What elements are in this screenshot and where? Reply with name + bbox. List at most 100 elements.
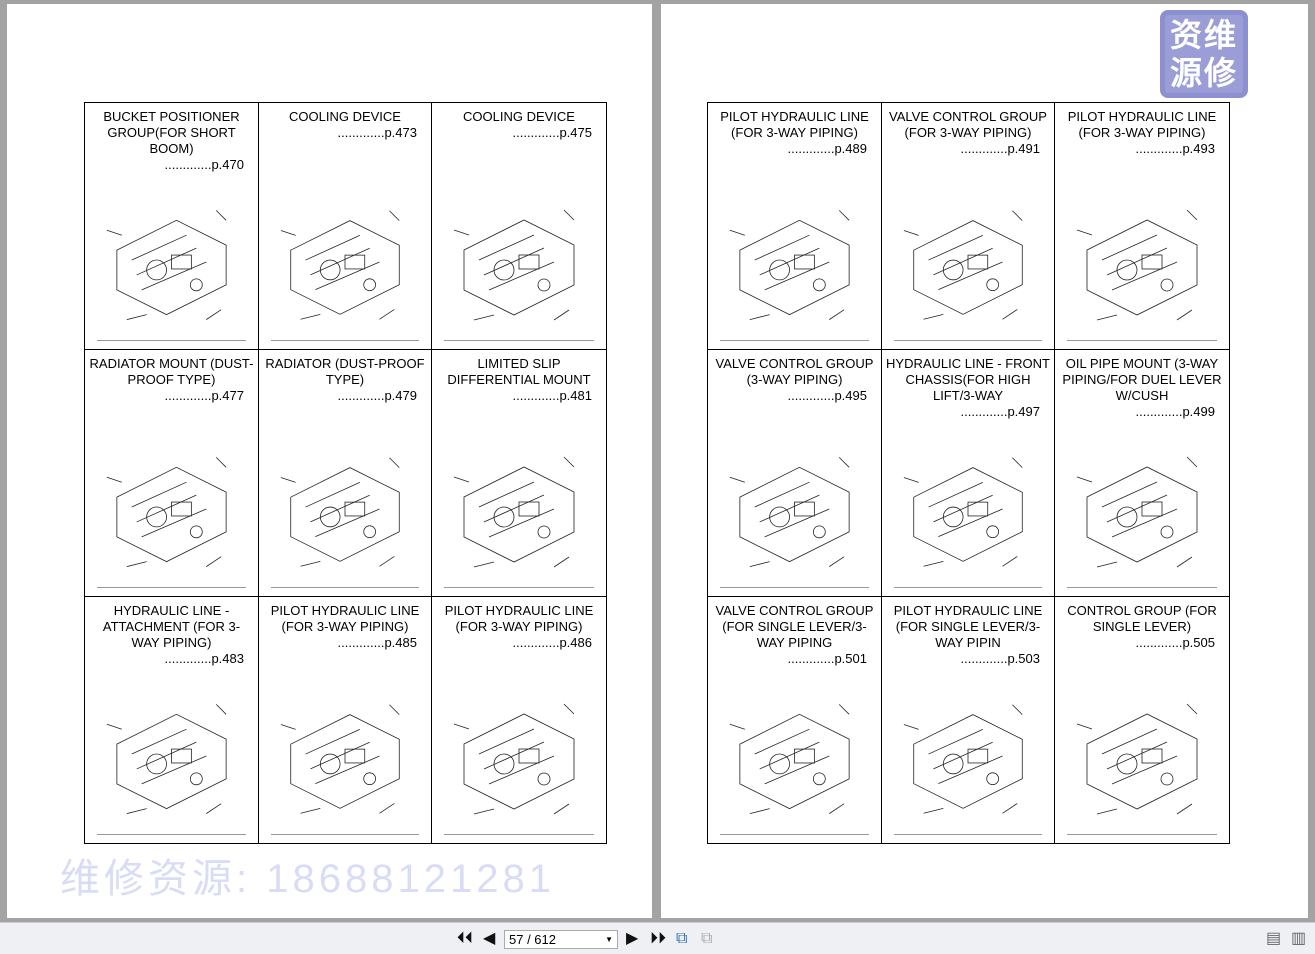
catalog-entry[interactable]: VALVE CONTROL GROUP (3-WAY PIPING)......… bbox=[708, 350, 882, 597]
entry-title: VALVE CONTROL GROUP (FOR 3-WAY PIPING) bbox=[889, 109, 1047, 140]
diagram-thumbnail bbox=[720, 683, 869, 835]
parts-index-grid: PILOT HYDRAULIC LINE (FOR 3-WAY PIPING).… bbox=[707, 102, 1230, 844]
diagram-thumbnail bbox=[271, 683, 419, 835]
diagram-thumbnail bbox=[97, 436, 246, 588]
entry-title: COOLING DEVICE bbox=[289, 109, 401, 124]
entry-page-link[interactable]: .............p.501 bbox=[787, 651, 868, 666]
pdf-toolbar: ⏴⏴ ◀ 57 / 612▼ ▶ ⏵⏵ ⧉ ⧉ ▤ ▥ bbox=[0, 922, 1315, 954]
page-number-value: 57 / 612 bbox=[509, 932, 556, 947]
two-page-view-icon[interactable]: ⧉ bbox=[701, 930, 713, 947]
parts-diagram bbox=[729, 210, 850, 321]
diagram-thumbnail bbox=[1067, 436, 1217, 588]
entry-title: VALVE CONTROL GROUP (FOR SINGLE LEVER/3-… bbox=[715, 603, 874, 650]
parts-diagram bbox=[280, 210, 400, 320]
parts-diagram bbox=[453, 456, 575, 568]
rotate-view-icon[interactable]: ⧉ bbox=[676, 930, 688, 947]
diagram-thumbnail bbox=[1067, 683, 1217, 835]
catalog-entry[interactable]: COOLING DEVICE.............p.475 bbox=[432, 103, 606, 350]
entry-page-link[interactable]: .............p.489 bbox=[787, 141, 868, 156]
catalog-entry[interactable]: LIMITED SLIP DIFFERENTIAL MOUNT.........… bbox=[432, 350, 606, 597]
last-page-button[interactable]: ⏵⏵ bbox=[650, 930, 667, 947]
entry-page-link[interactable]: .............p.505 bbox=[1135, 635, 1216, 650]
entry-title: PILOT HYDRAULIC LINE (FOR 3-WAY PIPING) bbox=[1067, 109, 1217, 140]
catalog-entry[interactable]: BUCKET POSITIONER GROUP(FOR SHORT BOOM).… bbox=[85, 103, 259, 350]
entry-title: PILOT HYDRAULIC LINE (FOR 3-WAY PIPING) bbox=[444, 603, 594, 634]
catalog-entry[interactable]: CONTROL GROUP (FOR SINGLE LEVER)........… bbox=[1055, 597, 1229, 843]
diagram-thumbnail bbox=[720, 436, 869, 588]
entry-title: HYDRAULIC LINE - ATTACHMENT (FOR 3-WAY P… bbox=[102, 603, 241, 650]
entry-page-link[interactable]: .............p.479 bbox=[337, 388, 418, 403]
entry-page-link[interactable]: .............p.485 bbox=[337, 635, 418, 650]
entry-page-link[interactable]: .............p.483 bbox=[164, 651, 245, 666]
catalog-entry[interactable]: PILOT HYDRAULIC LINE (FOR 3-WAY PIPING).… bbox=[432, 597, 606, 843]
entry-title: HYDRAULIC LINE - FRONT CHASSIS(FOR HIGH … bbox=[886, 356, 1050, 403]
left-page: BUCKET POSITIONER GROUP(FOR SHORT BOOM).… bbox=[7, 4, 652, 918]
diagram-thumbnail bbox=[97, 683, 246, 835]
entry-title: COOLING DEVICE bbox=[463, 109, 575, 124]
entry-page-link[interactable]: .............p.491 bbox=[960, 141, 1041, 156]
watermark-text: 维修资源: 18688121281 bbox=[60, 857, 555, 901]
parts-diagram bbox=[106, 704, 227, 815]
entry-page-link[interactable]: .............p.477 bbox=[164, 388, 245, 403]
parts-diagram bbox=[453, 209, 575, 321]
entry-page-link[interactable]: .............p.486 bbox=[512, 635, 593, 650]
parts-diagram bbox=[1076, 703, 1198, 815]
entry-title: VALVE CONTROL GROUP (3-WAY PIPING) bbox=[715, 356, 874, 387]
diagram-thumbnail bbox=[271, 436, 419, 588]
diagram-thumbnail bbox=[1067, 189, 1217, 341]
right-page: PILOT HYDRAULIC LINE (FOR 3-WAY PIPING).… bbox=[661, 4, 1308, 918]
parts-diagram bbox=[106, 457, 227, 568]
entry-title: OIL PIPE MOUNT (3-WAY PIPING/FOR DUEL LE… bbox=[1062, 356, 1222, 403]
entry-page-link[interactable]: .............p.499 bbox=[1135, 404, 1216, 419]
parts-index-grid: BUCKET POSITIONER GROUP(FOR SHORT BOOM).… bbox=[84, 102, 607, 844]
single-page-icon[interactable]: ▤ bbox=[1266, 930, 1282, 947]
entry-page-link[interactable]: .............p.495 bbox=[787, 388, 868, 403]
catalog-entry[interactable]: RADIATOR (DUST-PROOF TYPE).............p… bbox=[259, 350, 432, 597]
next-page-button[interactable]: ▶ bbox=[626, 930, 639, 947]
catalog-entry[interactable]: PILOT HYDRAULIC LINE (FOR 3-WAY PIPING).… bbox=[259, 597, 432, 843]
entry-title: RADIATOR (DUST-PROOF TYPE) bbox=[265, 356, 425, 387]
entry-title: PILOT HYDRAULIC LINE (FOR 3-WAY PIPING) bbox=[270, 603, 420, 634]
diagram-thumbnail bbox=[271, 189, 419, 341]
catalog-entry[interactable]: RADIATOR MOUNT (DUST-PROOF TYPE)........… bbox=[85, 350, 259, 597]
parts-diagram bbox=[903, 210, 1023, 320]
page-number-select[interactable]: 57 / 612▼ bbox=[504, 930, 618, 949]
catalog-entry[interactable]: HYDRAULIC LINE - FRONT CHASSIS(FOR HIGH … bbox=[882, 350, 1055, 597]
parts-diagram bbox=[1076, 456, 1198, 568]
entry-page-link[interactable]: .............p.497 bbox=[960, 404, 1041, 419]
parts-diagram bbox=[106, 210, 227, 321]
entry-page-link[interactable]: .............p.493 bbox=[1135, 141, 1216, 156]
catalog-entry[interactable]: VALVE CONTROL GROUP (FOR SINGLE LEVER/3-… bbox=[708, 597, 882, 843]
catalog-entry[interactable]: PILOT HYDRAULIC LINE (FOR 3-WAY PIPING).… bbox=[1055, 103, 1229, 350]
catalog-entry[interactable]: PILOT HYDRAULIC LINE (FOR 3-WAY PIPING).… bbox=[708, 103, 882, 350]
diagram-thumbnail bbox=[444, 436, 594, 588]
parts-diagram bbox=[729, 457, 850, 568]
entry-title: PILOT HYDRAULIC LINE (FOR SINGLE LEVER/3… bbox=[893, 603, 1043, 650]
entry-page-link[interactable]: .............p.503 bbox=[960, 651, 1041, 666]
parts-diagram bbox=[903, 704, 1023, 814]
continuous-page-icon[interactable]: ▥ bbox=[1291, 930, 1307, 947]
entry-page-link[interactable]: .............p.481 bbox=[512, 388, 593, 403]
entry-page-link[interactable]: .............p.473 bbox=[337, 125, 418, 140]
prev-page-button[interactable]: ◀ bbox=[483, 930, 496, 947]
entry-title: LIMITED SLIP DIFFERENTIAL MOUNT bbox=[447, 356, 591, 387]
diagram-thumbnail bbox=[97, 189, 246, 341]
catalog-entry[interactable]: PILOT HYDRAULIC LINE (FOR SINGLE LEVER/3… bbox=[882, 597, 1055, 843]
entry-title: RADIATOR MOUNT (DUST-PROOF TYPE) bbox=[89, 356, 254, 387]
catalog-entry[interactable]: VALVE CONTROL GROUP (FOR 3-WAY PIPING)..… bbox=[882, 103, 1055, 350]
catalog-entry[interactable]: HYDRAULIC LINE - ATTACHMENT (FOR 3-WAY P… bbox=[85, 597, 259, 843]
catalog-entry[interactable]: OIL PIPE MOUNT (3-WAY PIPING/FOR DUEL LE… bbox=[1055, 350, 1229, 597]
diagram-thumbnail bbox=[894, 189, 1042, 341]
parts-diagram bbox=[280, 704, 400, 814]
diagram-thumbnail bbox=[444, 189, 594, 341]
parts-diagram bbox=[280, 457, 400, 567]
parts-diagram bbox=[453, 703, 575, 815]
entry-title: BUCKET POSITIONER GROUP(FOR SHORT BOOM) bbox=[103, 109, 240, 156]
entry-page-link[interactable]: .............p.475 bbox=[512, 125, 593, 140]
entry-page-link[interactable]: .............p.470 bbox=[164, 157, 245, 172]
first-page-button[interactable]: ⏴⏴ bbox=[457, 930, 474, 947]
catalog-entry[interactable]: COOLING DEVICE.............p.473 bbox=[259, 103, 432, 350]
entry-title: CONTROL GROUP (FOR SINGLE LEVER) bbox=[1067, 603, 1217, 634]
diagram-thumbnail bbox=[720, 189, 869, 341]
parts-diagram bbox=[1076, 209, 1198, 321]
